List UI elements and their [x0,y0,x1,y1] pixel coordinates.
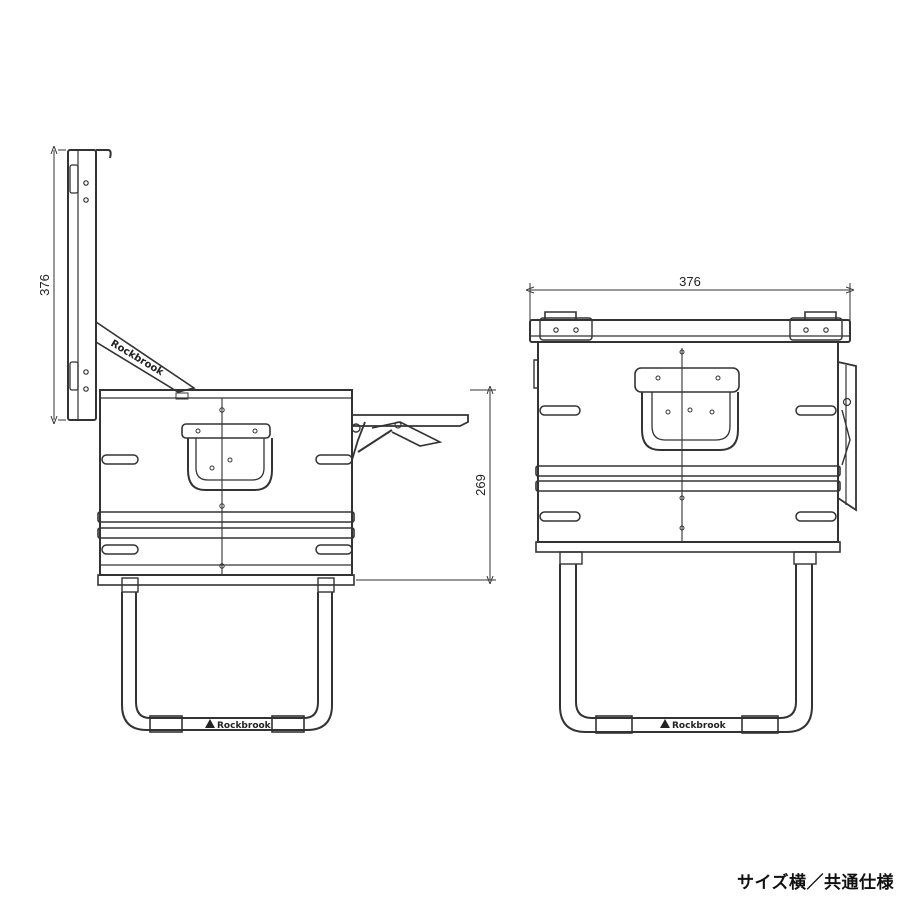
body-height-label: 269 [473,474,488,496]
closed-lid [529,311,851,343]
stand-right: Rockbrook [559,564,813,734]
box-body-left [97,389,355,576]
caption: サイズ横／共通仕様 [737,873,894,893]
base-left [97,574,355,593]
lid-strap: Rockbrook [95,320,196,393]
side-view-closed: Rockbrook [529,283,857,734]
side-table [351,414,469,461]
stand-brand-left: Rockbrook [217,721,272,731]
side-view-open: Rockbrook [54,149,496,733]
stand-left: Rockbrook [121,592,333,733]
width-label: 376 [679,274,701,289]
body-height-dimension [356,390,496,580]
open-lid [67,149,112,421]
lid-brand-print: Rockbrook [108,338,165,378]
base-right [535,541,841,565]
stand-brand-right: Rockbrook [672,721,727,731]
box-body-right [533,341,857,543]
lid-height-label: 376 [37,274,52,296]
lid-height-dimension [54,150,66,420]
width-dimension [530,283,850,320]
